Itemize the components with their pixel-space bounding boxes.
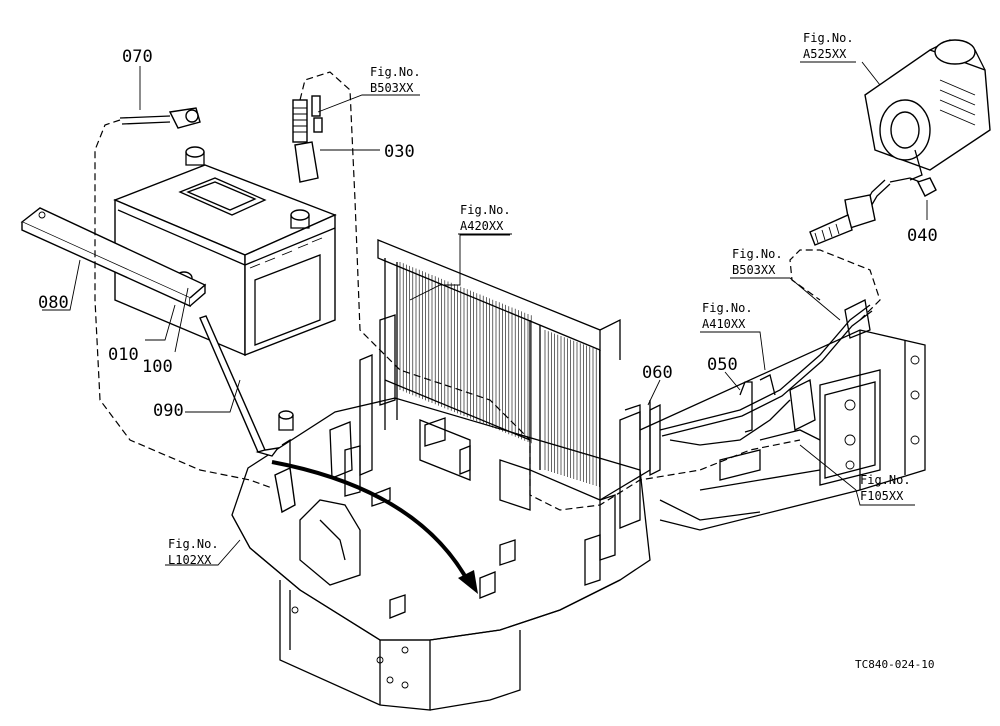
assembly-arrow [271, 460, 478, 594]
part-number-070: 070 [122, 47, 153, 67]
part-number-030: 030 [384, 142, 415, 162]
base-plate [231, 314, 651, 711]
drawing-code: TC840-024-10 [855, 658, 934, 671]
fig-ref-f105-line2: F105XX [860, 489, 904, 503]
figure-references: Fig.No. B503XX Fig.No. A525XX Fig.No. A4… [168, 31, 911, 567]
fig-ref-a525-line1: Fig.No. [803, 31, 854, 45]
starter-cable [809, 177, 937, 246]
part-number-010: 010 [108, 345, 139, 365]
fig-ref-a410-line1: Fig.No. [702, 301, 753, 315]
positive-cable [292, 71, 881, 511]
part-number-100: 100 [142, 357, 173, 377]
fig-ref-f105-line1: Fig.No. [860, 473, 911, 487]
part-number-060: 060 [642, 363, 673, 383]
fig-ref-b503-right-line2: B503XX [732, 263, 776, 277]
negative-cable [94, 107, 296, 514]
fig-ref-a420-line2: A420XX [460, 219, 504, 233]
fig-ref-b503-right-line1: Fig.No. [732, 247, 783, 261]
radiator-frame [377, 239, 651, 529]
part-number-050: 050 [707, 355, 738, 375]
wire-harness [624, 299, 873, 477]
part-number-080: 080 [38, 293, 69, 313]
right-frame [639, 329, 926, 531]
part-number-040: 040 [907, 226, 938, 246]
fig-ref-b503-top-line2: B503XX [370, 81, 414, 95]
fig-ref-b503-top-line1: Fig.No. [370, 65, 421, 79]
fig-ref-a420-line1: Fig.No. [460, 203, 511, 217]
part-labels: 070 030 080 010 100 090 060 050 040 [38, 47, 938, 421]
fig-ref-a525-line2: A525XX [803, 47, 847, 61]
starter-motor [864, 39, 991, 183]
fig-ref-a410-line2: A410XX [702, 317, 746, 331]
battery-hold-bar [20, 207, 207, 308]
fig-ref-l102-line1: Fig.No. [168, 537, 219, 551]
fig-ref-l102-line2: L102XX [168, 553, 212, 567]
part-number-090: 090 [153, 401, 184, 421]
hold-rod [199, 315, 280, 457]
